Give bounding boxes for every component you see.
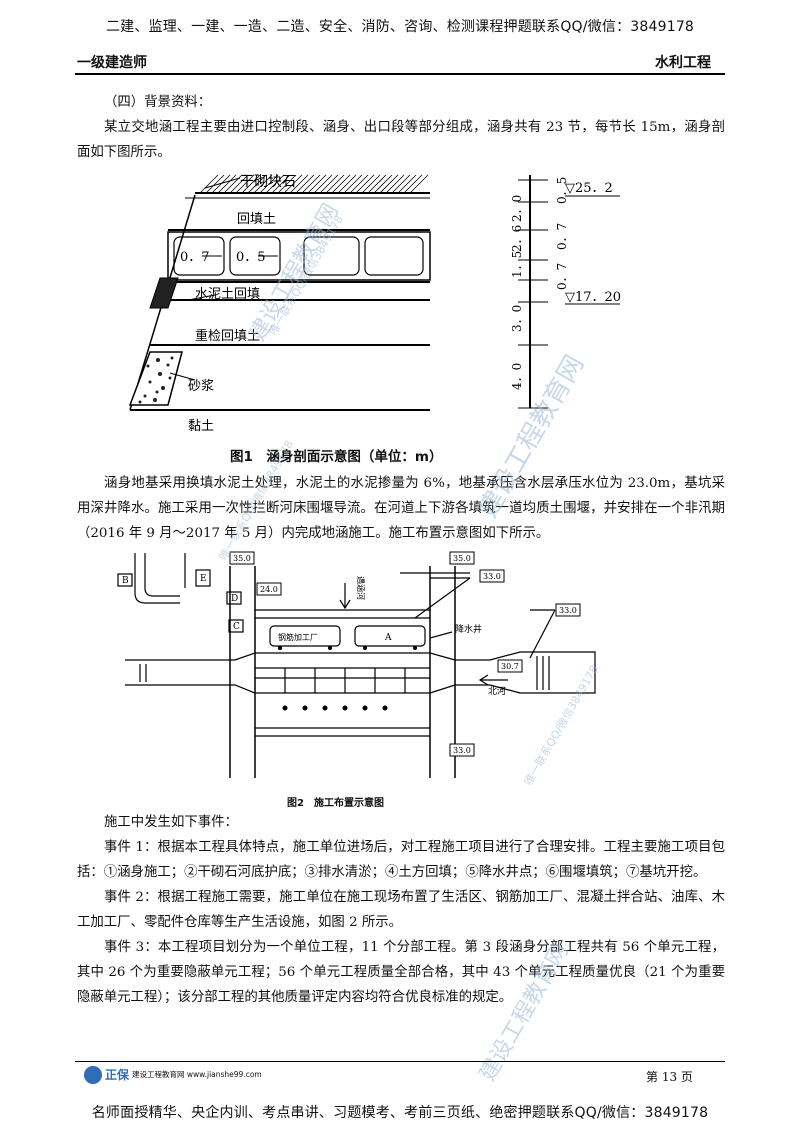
fig2-label-A: A [384,633,392,643]
fig2-elev-33-c: 33.0 [453,746,471,755]
fig2-elev-35-a: 35.0 [233,554,251,563]
right-dim-0-7a: 0．7 [555,223,569,250]
event-1: 事件 1：根据本工程具体特点，施工单位进场后，对工程施工项目进行了合理安排。工程… [77,840,725,880]
right-dim-0-5: 0．5 [555,177,569,204]
figure2-site-layout: 35.0 35.0 33.0 24.0 33.0 30.7 33.0 B E D… [117,551,596,778]
event-2: 事件 2：根据工程施工需要，施工单位在施工现场布置了生活区、钢筋加工厂、混凝土拌… [77,890,725,930]
left-dim-4-0: 4．0 [510,363,524,390]
left-dim-1-5: 1．5 [510,251,524,278]
footer-rule [75,1061,725,1062]
para2-block: 涵身地基采用换填水泥土处理，水泥土的水泥掺量为 6%，地基承压含水层承压水位为 … [77,471,725,546]
section-title: （四）背景资料： [104,95,212,110]
top-banner: 二建、监理、一建、一造、二造、安全、消防、咨询、检测课程押题联系QQ/微信：38… [105,19,695,35]
label-dim-0-5: 0．5 [236,250,266,265]
para2: 涵身地基采用换填水泥土处理，水泥土的水泥掺量为 6%，地基承压含水层承压水位为 … [77,476,725,541]
fig2-label-rebar: 钢筋加工厂 [278,632,318,642]
label-backfill: 回填土 [237,212,276,227]
intro-block: （四）背景资料： 某立交地涵工程主要由进口控制段、涵身、出口段等部分组成，涵身共… [77,90,725,165]
figure2-caption: 图2 施工布置示意图 [287,798,384,809]
intro-paragraph: 某立交地涵工程主要由进口控制段、涵身、出口段等部分组成，涵身共有 23 节，每节… [77,120,725,160]
label-stone: 干砌块石 [240,174,296,190]
left-dim-2-0: 2．0 [510,195,524,222]
fig2-label-well: 降水井 [455,623,482,635]
fig2-label-river: 遇涵河 [356,576,366,600]
header-rule [75,73,725,75]
right-dim-0-7b: 0．7 [555,263,569,290]
label-cement-soil: 水泥土回填 [195,287,260,302]
label-dim-0-7: 0．7 [180,250,210,265]
fig2-elev-24: 24.0 [260,585,278,594]
figure1-caption: 图1 涵身剖面示意图（单位：m） [230,449,443,465]
left-dim-3-0: 3．0 [510,305,524,332]
left-dim-2-6: 2．6 [510,225,524,252]
header-subject: 水利工程 [655,55,711,71]
fig2-elev-33-a: 33.0 [483,572,501,581]
fig2-label-B: B [122,576,129,586]
header-exam-name: 一级建造师 [77,55,147,71]
bottom-banner: 名师面授精华、央企内训、考点串讲、习题模考、考前三页纸、绝密押题联系QQ/微信：… [91,1105,709,1121]
fig2-elev-33-b: 33.0 [559,606,577,615]
fig2-label-D: D [231,594,238,604]
fig2-label-north-river: 北河 [488,685,506,697]
logo-icon [84,1066,102,1084]
label-clay: 黏土 [188,418,214,434]
label-heavy-backfill: 重检回填土 [195,328,260,344]
event-3: 事件 3：本工程项目划分为一个单位工程，11 个分部工程。第 3 段涵身分部工程… [77,940,725,1005]
fig2-elev-35-b: 35.0 [453,554,471,563]
page-number: 第 13 页 [646,1070,693,1084]
events-intro: 施工中发生如下事件： [104,815,238,830]
figure1-culvert-section: 干砌块石 回填土 0．7 0．5 水泥土回填 重检回填土 砂浆 黏土 ▽25．2… [128,174,621,434]
logo-brand: 正保 [105,1068,130,1082]
elev-25-2: ▽25．2 [565,181,613,196]
elev-17-20: ▽17．20 [565,290,621,305]
fig2-elev-30-7: 30.7 [501,662,519,671]
logo-text: 建设工程教育网 www.jianshe99.com [132,1070,262,1079]
events-block: 施工中发生如下事件： 事件 1：根据本工程具体特点，施工单位进场后，对工程施工项… [77,810,725,1010]
fig2-label-C: C [233,622,240,632]
fig2-label-E: E [200,574,207,584]
label-sand-mortar: 砂浆 [188,379,214,394]
